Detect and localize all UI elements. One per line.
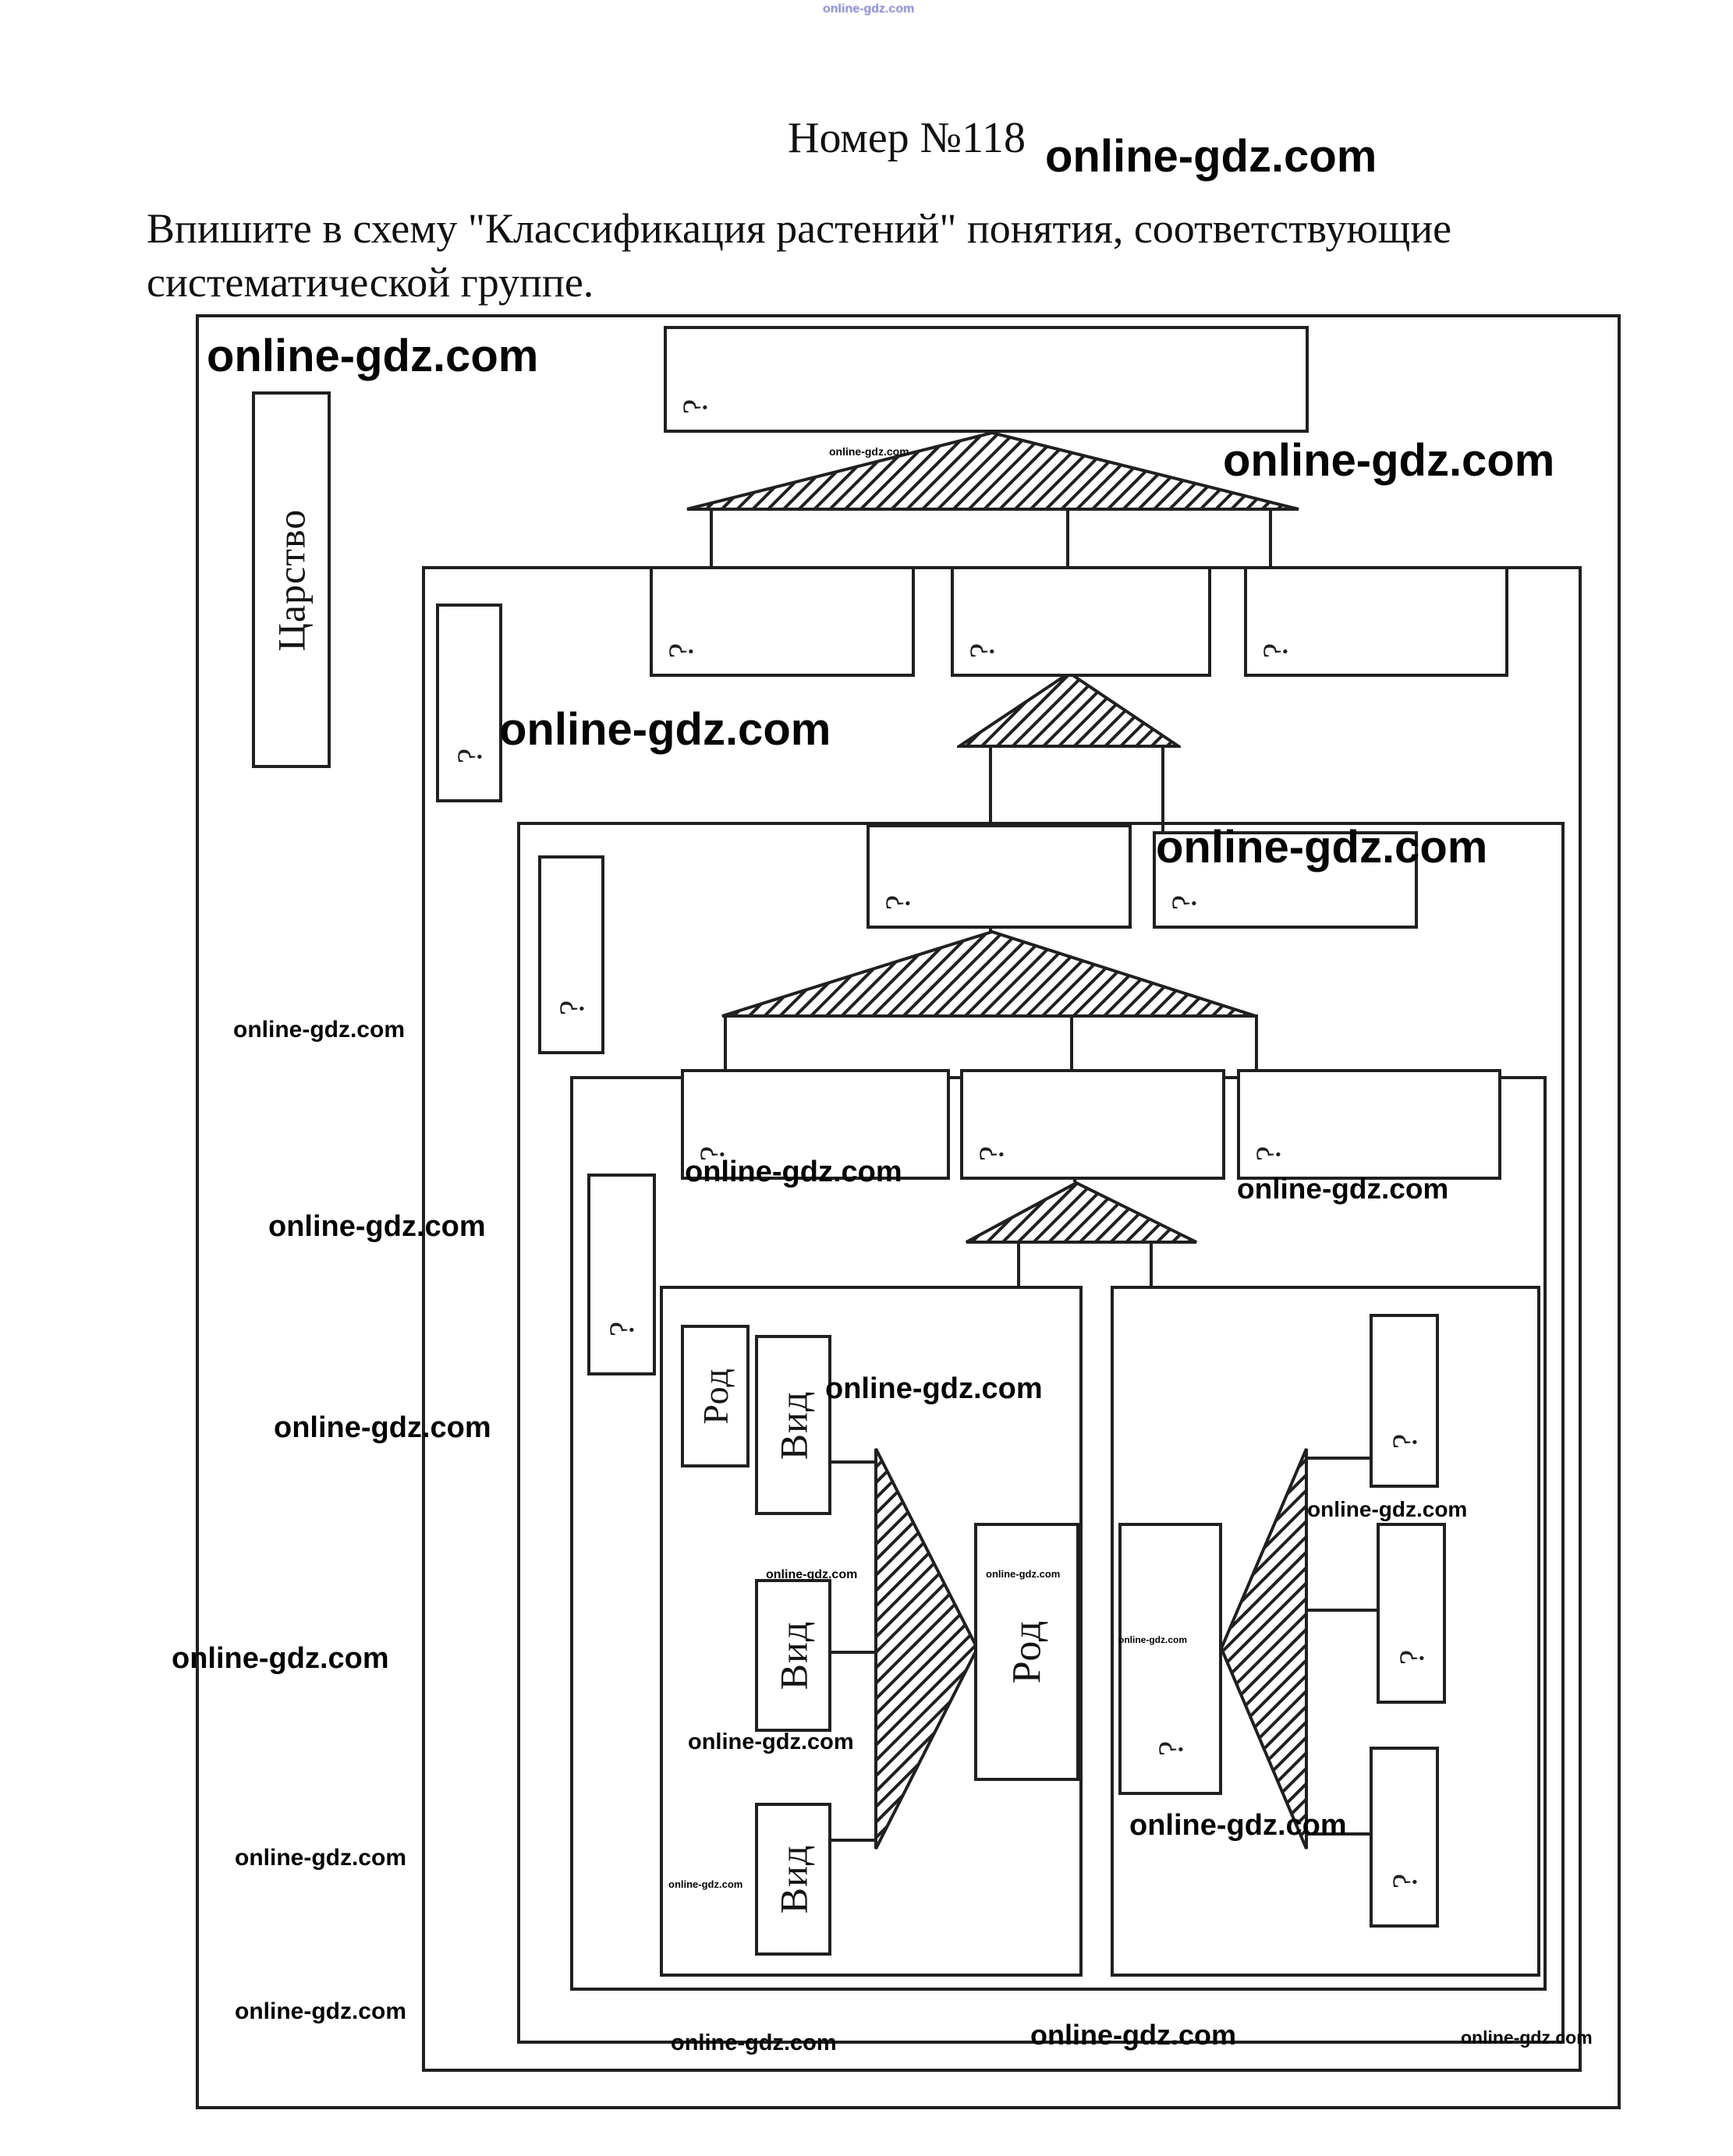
watermark: online-gdz.com (766, 1568, 858, 1581)
watermark: online-gdz.com (499, 704, 831, 755)
species-label: Вид (771, 1844, 815, 1914)
question-mark: ? (661, 643, 700, 659)
answer-box-level3-1: ? (866, 824, 1132, 929)
answer-box-right-3: ? (1370, 1747, 1439, 1928)
watermark: online-gdz.com (235, 1998, 406, 2024)
page-title: Номер №118 (788, 114, 1026, 162)
watermark: online-gdz.com (825, 1372, 1043, 1405)
species-box-2: Вид (755, 1579, 831, 1732)
question-mark: ? (962, 643, 1001, 659)
question-mark: ? (675, 398, 714, 415)
connector-line (1306, 1832, 1371, 1836)
answer-box-level4-3: ? (1237, 1069, 1501, 1180)
genus-label: Род (695, 1368, 735, 1425)
watermark: online-gdz.com (685, 1156, 902, 1188)
genus-group-right (1111, 1286, 1540, 1977)
watermark: online-gdz.com (986, 1568, 1061, 1580)
connector-line (1150, 1241, 1153, 1287)
answer-box-right-target: ? (1118, 1523, 1222, 1795)
connector-triangle-level1 (686, 430, 1299, 511)
question-mark: ? (1164, 894, 1203, 911)
connector-line (1066, 508, 1069, 568)
answer-box-level2-1: ? (650, 566, 915, 677)
question-mark: ? (450, 748, 488, 764)
level3-frame (517, 822, 1565, 2044)
question-mark: ? (602, 1321, 641, 1337)
connector-line (1306, 1457, 1371, 1460)
kingdom-label-box: Царство (252, 391, 331, 768)
kingdom-label: Царство (269, 508, 314, 651)
answer-box-right-2: ? (1377, 1523, 1446, 1704)
watermark: online-gdz.com (1129, 1809, 1347, 1842)
species-label: Вид (771, 1620, 815, 1690)
genus-group-left (660, 1286, 1083, 1977)
connector-line (710, 508, 713, 568)
genus-main-box: Род (974, 1523, 1079, 1781)
question-mark: ? (972, 1145, 1011, 1162)
connector-line (1070, 1014, 1073, 1071)
connector-triangle-level3 (721, 929, 1256, 1018)
connector-line (1017, 1241, 1020, 1287)
connector-line (1269, 508, 1272, 568)
watermark: online-gdz.com (823, 2, 915, 16)
genus-label: Род (1005, 1620, 1049, 1684)
question-mark: ? (1392, 1649, 1430, 1666)
answer-box-level3-2: ? (1153, 831, 1418, 929)
answer-box-level2-3: ? (1244, 566, 1508, 677)
answer-box-level2-label: ? (436, 604, 502, 802)
watermark: online-gdz.com (1045, 131, 1377, 182)
answer-box-right-1: ? (1370, 1314, 1439, 1488)
connector-line (1255, 1014, 1258, 1071)
connector-line (824, 1460, 875, 1464)
watermark: online-gdz.com (1118, 1634, 1187, 1645)
question-mark: ? (1249, 1145, 1288, 1162)
genus-label-box: Род (681, 1325, 750, 1467)
instruction-line1: Впишите в схему "Классификация растений"… (147, 205, 1452, 252)
watermark: online-gdz.com (1237, 1173, 1449, 1205)
watermark: online-gdz.com (1030, 2019, 1236, 2051)
watermark: online-gdz.com (268, 1210, 486, 1243)
answer-box-level4-1: ? (681, 1069, 950, 1180)
species-box-1: Вид (755, 1335, 831, 1515)
answer-box-level3-label: ? (538, 855, 604, 1054)
question-mark: ? (1151, 1740, 1189, 1757)
instruction-line2: систематической группе. (147, 259, 594, 306)
answer-box-level4-label: ? (587, 1174, 656, 1375)
watermark: online-gdz.com (829, 445, 909, 458)
connector-line (989, 745, 992, 826)
question-mark: ? (552, 1000, 590, 1016)
species-label: Вид (771, 1390, 815, 1460)
watermark: online-gdz.com (235, 1845, 406, 1871)
watermark: online-gdz.com (172, 1642, 389, 1675)
connector-triangle-level2 (957, 671, 1181, 748)
question-mark: ? (878, 894, 917, 911)
connector-triangle-right-group (1219, 1448, 1308, 1850)
question-mark: ? (1385, 1873, 1423, 1889)
answer-box-level2-2: ? (951, 566, 1211, 677)
question-mark: ? (1385, 1433, 1423, 1450)
kingdom-frame (196, 314, 1621, 2109)
question-mark: ? (1256, 643, 1295, 659)
watermark: online-gdz.com (1223, 435, 1555, 486)
connector-triangle-level4 (966, 1181, 1197, 1244)
connector-line (1306, 1609, 1378, 1612)
watermark: online-gdz.com (274, 1411, 491, 1444)
watermark: online-gdz.com (688, 1729, 854, 1754)
watermark: online-gdz.com (1156, 822, 1488, 873)
watermark: online-gdz.com (233, 1017, 405, 1043)
watermark: online-gdz.com (671, 2030, 837, 2055)
watermark: online-gdz.com (1461, 2027, 1593, 2048)
answer-box-level4-2: ? (960, 1069, 1225, 1180)
connector-line (724, 1014, 727, 1071)
connector-line (1161, 745, 1164, 833)
watermark: online-gdz.com (207, 331, 539, 381)
connector-line (824, 1651, 875, 1654)
answer-box-level1: ? (664, 326, 1309, 433)
watermark: online-gdz.com (1307, 1497, 1468, 1521)
connector-triangle-species-to-genus (874, 1448, 980, 1850)
watermark: online-gdz.com (668, 1878, 743, 1890)
connector-line (824, 1839, 875, 1842)
species-box-3: Вид (755, 1803, 831, 1956)
